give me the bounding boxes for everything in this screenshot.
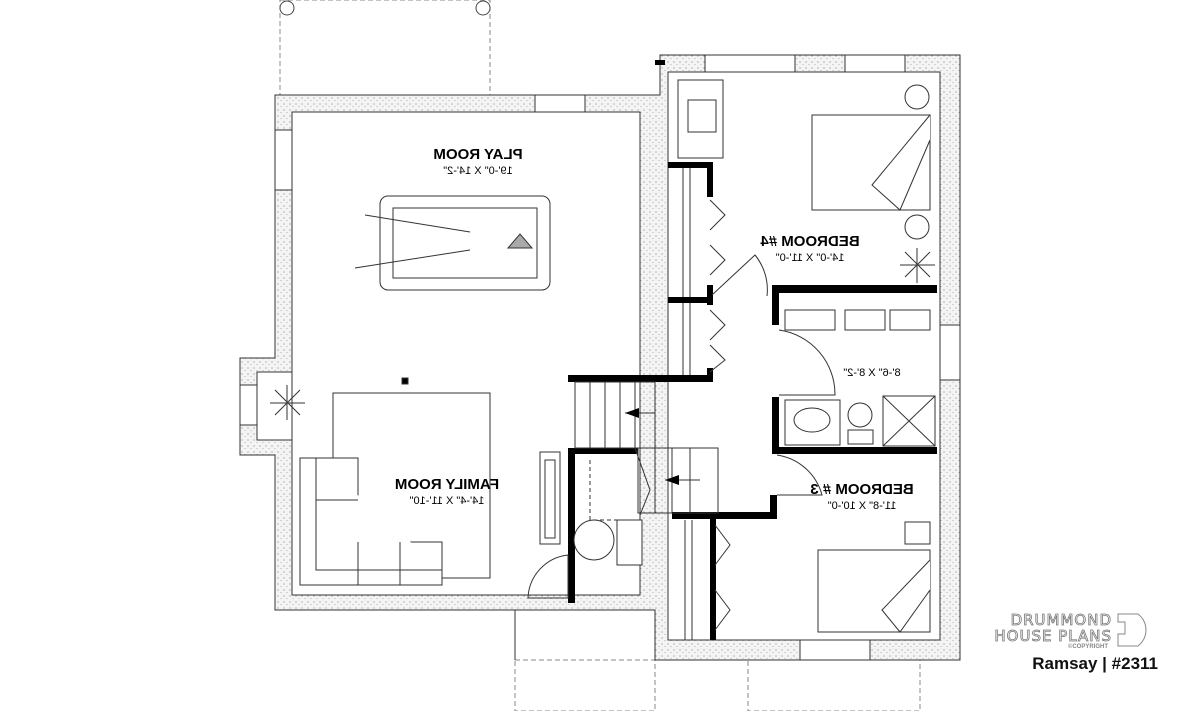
play-room-label: PLAY ROOM <box>433 146 522 163</box>
bedroom4-label: BEDROOM #4 <box>760 233 860 250</box>
family-room-dims: 14'-4" X 11'-10" <box>410 495 485 507</box>
logo-copyright: ©COPYRIGHT <box>1067 644 1108 650</box>
plan-label: Ramsay | #2311 <box>1032 654 1158 673</box>
windows <box>239 54 961 661</box>
post-icon <box>279 0 295 16</box>
stair-arrow-icon <box>625 408 679 485</box>
plant-icon <box>270 248 935 420</box>
logo-line2: HOUSE PLANS <box>994 627 1112 645</box>
family-room-label: FAMILY ROOM <box>395 476 499 493</box>
bathroom-dims: 8'-6" X 8'-2" <box>843 367 900 379</box>
bedroom3-label: BEDROOM # 3 <box>810 481 913 498</box>
closet-doors <box>527 168 836 640</box>
brand-logo: DRUMMOND HOUSE PLANS ©COPYRIGHT Ramsay |… <box>994 612 1158 674</box>
interior-walls <box>568 60 937 640</box>
post-icon <box>475 0 491 16</box>
bedroom3-dims: 11'-8" X 10'-0" <box>828 500 897 512</box>
drummond-logo-mark <box>1117 613 1147 647</box>
play-room-dims: 19'-0" X 14'-2" <box>443 165 513 177</box>
furniture <box>299 79 936 633</box>
bedroom4-dims: 14'-0" X 11'-0" <box>776 252 845 264</box>
logo-line1: DRUMMOND <box>1010 611 1112 629</box>
